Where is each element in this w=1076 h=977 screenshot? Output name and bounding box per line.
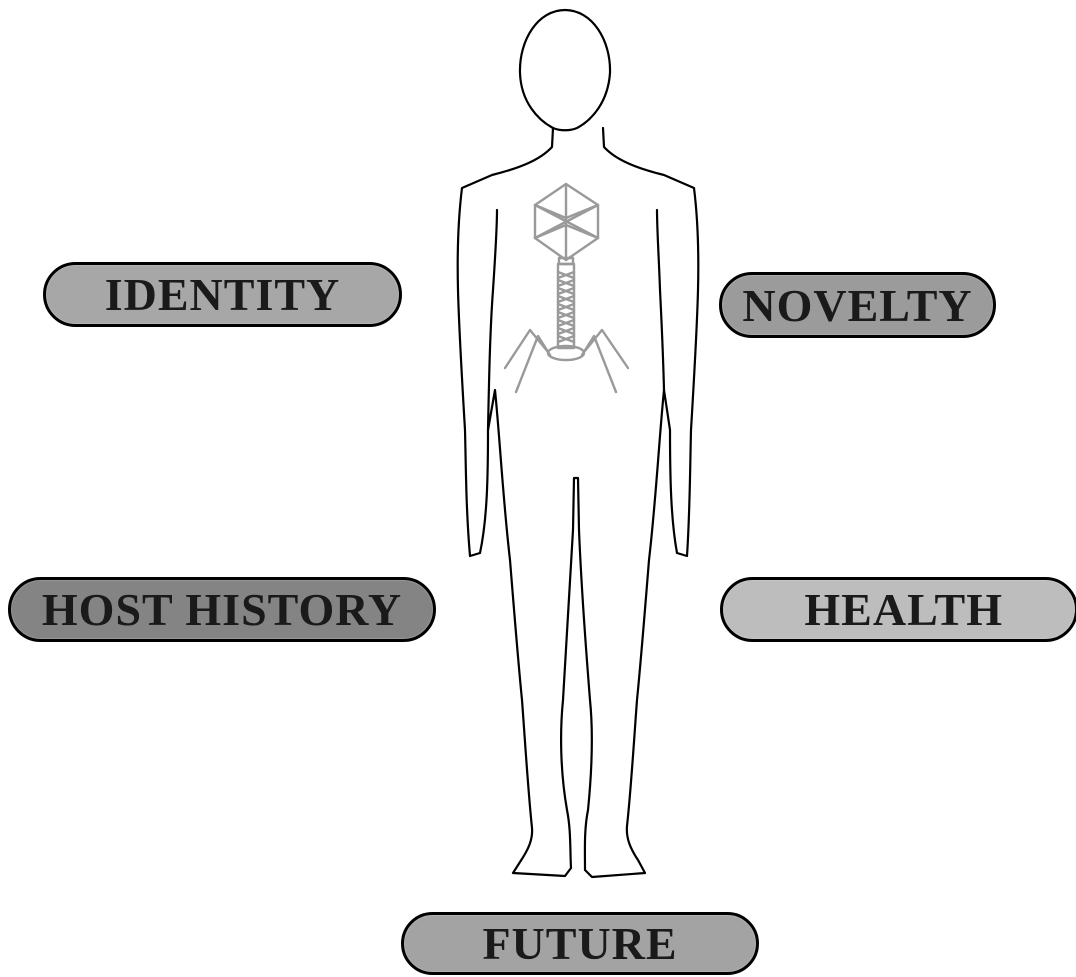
host-history-label: HOST HISTORY bbox=[8, 577, 436, 642]
novelty-label: NOVELTY bbox=[719, 272, 996, 338]
human-silhouette-icon bbox=[458, 10, 699, 877]
bacteriophage-icon bbox=[505, 184, 628, 392]
health-label: HEALTH bbox=[720, 577, 1076, 642]
identity-label: IDENTITY bbox=[43, 262, 402, 327]
future-label: FUTURE bbox=[401, 912, 759, 975]
